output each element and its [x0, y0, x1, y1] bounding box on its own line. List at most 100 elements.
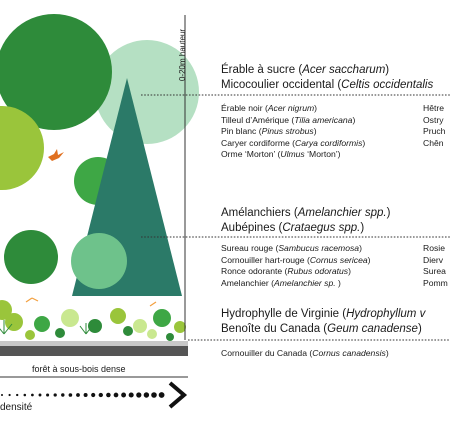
shrub-circle-mint [71, 233, 127, 289]
canopy-species-truncated: Chên [423, 137, 444, 148]
latin-name: Amelanchier spp. [297, 207, 387, 219]
groundcover-species-list: Cornouiller du Canada (Cornus canadensis… [221, 348, 389, 360]
name-suffix: ) [417, 323, 422, 335]
density-dot [83, 393, 88, 397]
density-dot [136, 392, 142, 398]
common-name: Sureau rouge ( [221, 243, 279, 253]
latin-name: Cornus sericea [309, 254, 368, 265]
density-dot [113, 392, 119, 398]
groundcover-plants [0, 297, 186, 341]
understory-species: Ronce odorante (Rubus odoratus) [221, 266, 371, 278]
name-suffix: ) [385, 64, 390, 76]
canopy-species-truncated: Ostry [423, 114, 444, 125]
latin-name: Acer saccharum [302, 64, 386, 76]
latin-name: Sambucus racemosa [278, 243, 360, 253]
common-name: Benoîte du Canada ( [221, 323, 328, 335]
understory-species-truncated: Pomm [423, 277, 448, 288]
canopy-species: Orme ‘Morton’ (Ulmus ‘Morton’) [221, 149, 365, 161]
density-dot [46, 393, 50, 397]
latin-name: Tilia americana [294, 114, 353, 125]
density-dot [76, 393, 80, 397]
density-dot [128, 392, 134, 398]
density-dot [53, 393, 57, 397]
name-suffix: ) [313, 126, 317, 136]
name-suffix: ) [386, 207, 391, 219]
latin-name: Celtis occidentalis [341, 79, 434, 91]
understory-headline-species: Amélanchiers (Amelanchier spp.) [221, 206, 390, 221]
latin-name: Crataegus spp. [282, 222, 361, 234]
name-suffix: ) [348, 266, 351, 276]
groundcover-headline-species: Hydrophylle de Virginie (Hydrophyllum v [221, 307, 425, 322]
name-suffix: ) [338, 277, 341, 288]
common-name: Cornouiller du Canada ( [221, 348, 313, 358]
canopy-species: Érable noir (Acer nigrum) [221, 103, 365, 115]
understory-species-truncated: Surea [423, 266, 446, 276]
canopy-species-truncated: Pruch [423, 126, 446, 136]
common-name: Orme ‘Morton’ ( [221, 149, 281, 159]
shrub-circle-left [4, 230, 58, 284]
groundcover-headline-species: Benoîte du Canada (Geum canadense) [221, 322, 425, 337]
common-name: Pin blanc ( [221, 126, 262, 136]
ground-band-dark [0, 346, 188, 356]
density-dot [91, 392, 96, 398]
understory-species: Cornouiller hart-rouge (Cornus sericea) [221, 255, 371, 267]
name-suffix: ) [314, 103, 318, 113]
canopy-circle-large [0, 14, 112, 130]
name-suffix: ) [367, 254, 371, 265]
density-dot [98, 392, 103, 398]
canopy-species: Caryer cordiforme (Carya cordiformis) [221, 138, 365, 150]
common-name: Amelanchier ( [221, 277, 275, 288]
density-dot [121, 392, 127, 398]
common-name: Amélanchiers ( [221, 207, 298, 219]
density-dot [106, 392, 111, 398]
canopy-headline: Érable à sucre (Acer saccharum)Micocouli… [221, 63, 433, 93]
understory-headline: Amélanchiers (Amelanchier spp.)Aubépines… [221, 206, 390, 236]
canopy-species: Tilleul d’Amérique (Tilia americana) [221, 115, 365, 127]
name-suffix: ) [360, 222, 365, 234]
density-dot [143, 392, 150, 398]
density-dot [16, 393, 19, 397]
forest-type-label: forêt à sous-bois dense [32, 364, 126, 374]
name-suffix: ) [385, 348, 389, 358]
latin-name: Ulmus [280, 149, 305, 159]
canopy-circle-lime [0, 106, 44, 190]
common-name: Ronce odorante ( [221, 266, 288, 276]
common-name: Micocoulier occidental ( [221, 79, 342, 91]
height-axis-label: 0-20m hauteur [178, 28, 187, 81]
density-arrow [1, 381, 188, 409]
density-dot [38, 393, 42, 397]
common-name: Tilleul d’Amérique ( [221, 114, 295, 125]
density-dot [68, 393, 73, 397]
groundcover-species: Cornouiller du Canada (Cornus canadensis… [221, 348, 389, 360]
canopy-headline-species: Micocoulier occidental (Celtis occidenta… [221, 78, 433, 93]
density-dot [1, 394, 3, 396]
common-name: Érable noir ( [221, 103, 268, 113]
latin-name: Pinus strobus [261, 126, 314, 136]
understory-species-truncated: Dierv [423, 254, 444, 265]
name-suffix: ‘Morton’) [304, 149, 341, 159]
understory-species: Amelanchier (Amelanchier sp. ) [221, 278, 371, 290]
understory-headline-species: Aubépines (Crataegus spp.) [221, 221, 390, 236]
latin-name: Amelanchier sp. [274, 277, 339, 288]
latin-name: Carya cordiformis [295, 137, 363, 148]
latin-name: Acer nigrum [267, 103, 315, 113]
name-suffix: ) [352, 114, 356, 125]
density-dot [8, 393, 11, 397]
common-name: Cornouiller hart-rouge ( [221, 254, 310, 265]
common-name: Aubépines ( [221, 222, 283, 234]
density-dot [151, 392, 157, 398]
density-dot [23, 393, 27, 397]
canopy-species-truncated: Hêtre [423, 103, 445, 113]
density-dot [31, 393, 34, 397]
density-label: densité [0, 402, 33, 413]
common-name: Caryer cordiforme ( [221, 137, 296, 148]
understory-species-list: Sureau rouge (Sambucus racemosa)Cornouil… [221, 243, 371, 289]
common-name: Hydrophylle de Virginie ( [221, 308, 347, 320]
name-suffix: ) [359, 243, 362, 253]
canopy-species: Pin blanc (Pinus strobus) [221, 126, 365, 138]
latin-name: Rubus odoratus [287, 266, 349, 276]
